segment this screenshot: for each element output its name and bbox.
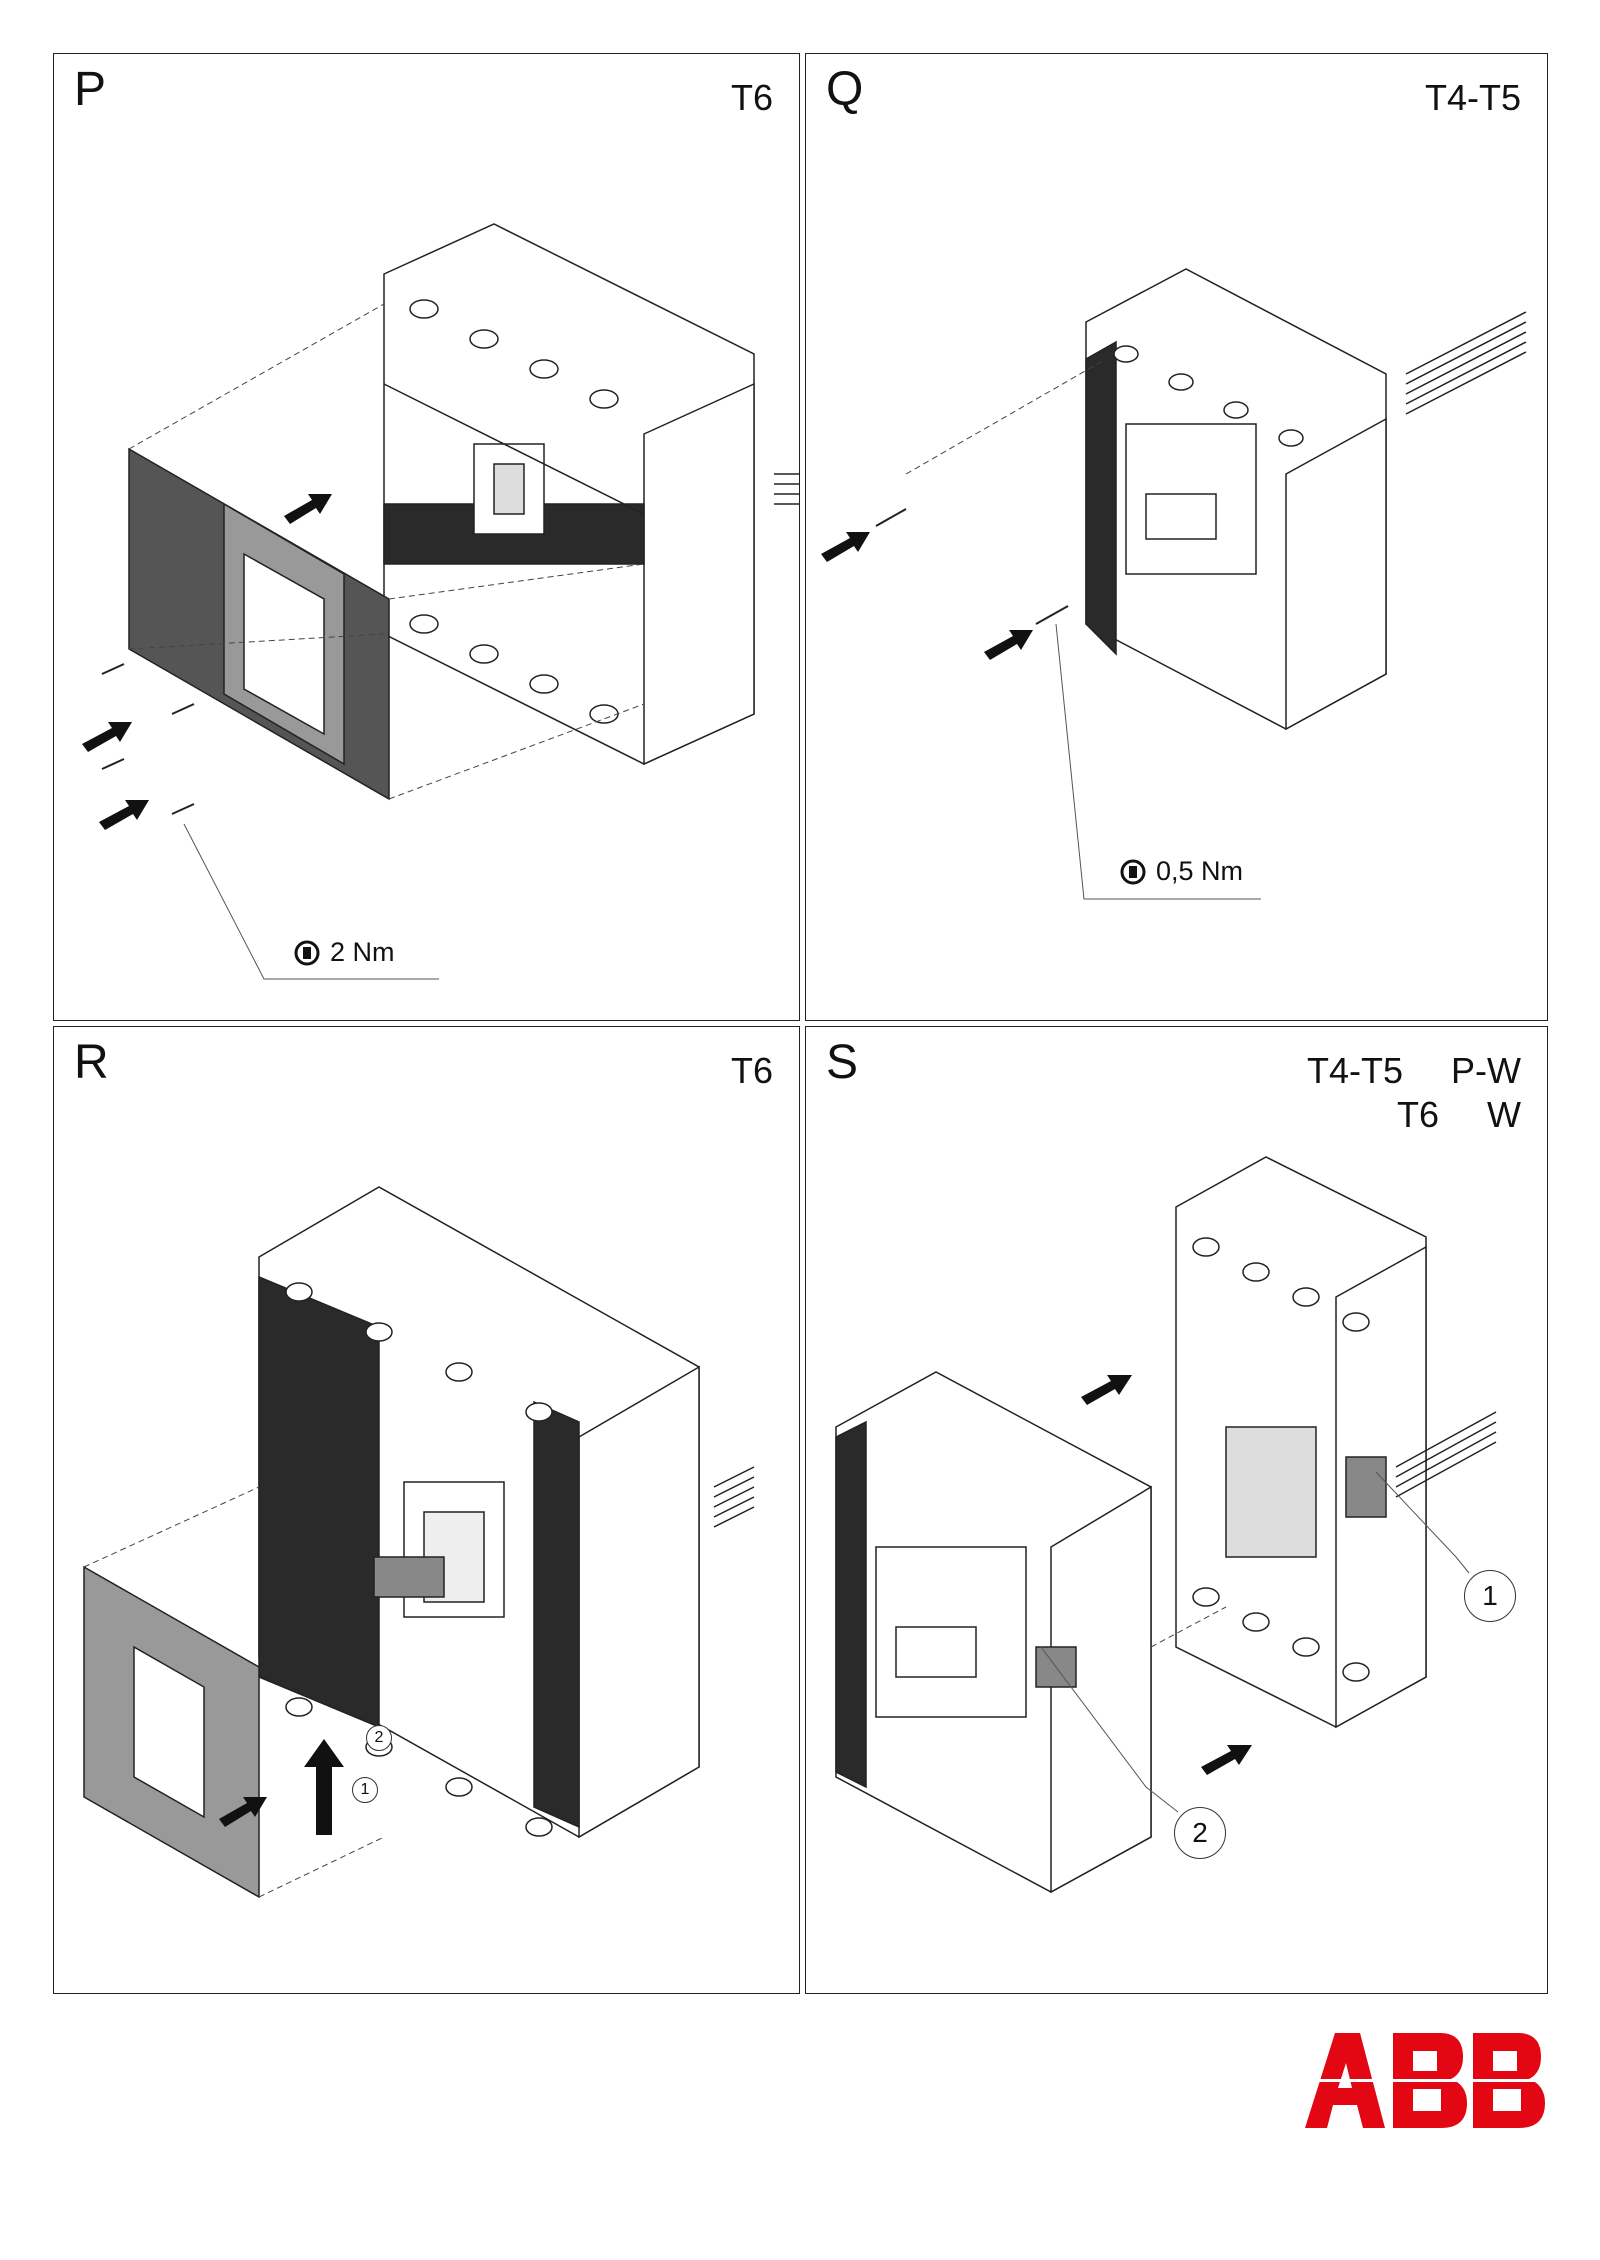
panel-letter: Q xyxy=(826,63,864,116)
panel-r: R T6 xyxy=(53,1026,800,1994)
panel-model: T6 xyxy=(730,1050,773,1091)
model-version: P-W xyxy=(1451,1050,1521,1091)
abb-logo xyxy=(1305,2033,1545,2128)
panel-s: S T4-T5 P-W T6 W xyxy=(805,1026,1548,1994)
panel-q: Q T4-T5 xyxy=(805,53,1548,1021)
panel-letter: R xyxy=(74,1036,109,1089)
panel-letter: S xyxy=(826,1036,859,1089)
model-name: T6 xyxy=(1397,1094,1440,1135)
torque-label: 2 Nm xyxy=(292,937,395,968)
arrow-icon xyxy=(1081,1375,1252,1775)
panel-model: T6 xyxy=(730,77,773,118)
torque-value: 2 Nm xyxy=(330,937,395,967)
model-row-2: T6 W xyxy=(1307,1097,1521,1133)
callout-2: 2 xyxy=(1174,1807,1226,1859)
torque-value: 0,5 Nm xyxy=(1156,856,1244,886)
arrow-icon xyxy=(82,494,332,830)
model-name: T4-T5 xyxy=(1307,1050,1404,1091)
model-version: W xyxy=(1487,1094,1521,1135)
panel-letter: P xyxy=(74,63,107,116)
callout-1: 1 xyxy=(1464,1570,1516,1622)
arrow-icon xyxy=(219,1739,344,1835)
arrow-icon xyxy=(821,532,1033,660)
step-1-marker: 1 xyxy=(352,1777,378,1803)
panel-model: T4-T5 xyxy=(1424,77,1521,118)
breaker-plug-in-base-illustration xyxy=(835,1156,1497,1894)
breaker-screw-fixing-illustration xyxy=(821,268,1527,900)
torque-label: 0,5 Nm xyxy=(1118,856,1243,887)
panel-p: P T6 xyxy=(53,53,800,1021)
model-row-1: T4-T5 P-W xyxy=(1307,1053,1521,1089)
model-version-table: T4-T5 P-W T6 W xyxy=(1307,1053,1521,1141)
screw-icon xyxy=(101,663,195,815)
breaker-terminal-cover-illustration xyxy=(83,1186,755,1899)
torque-icon xyxy=(294,940,320,965)
step-2-marker: 2 xyxy=(366,1725,392,1751)
screw-icon xyxy=(875,508,1069,625)
breaker-front-cover-illustration xyxy=(82,223,799,980)
torque-icon xyxy=(1120,859,1146,884)
